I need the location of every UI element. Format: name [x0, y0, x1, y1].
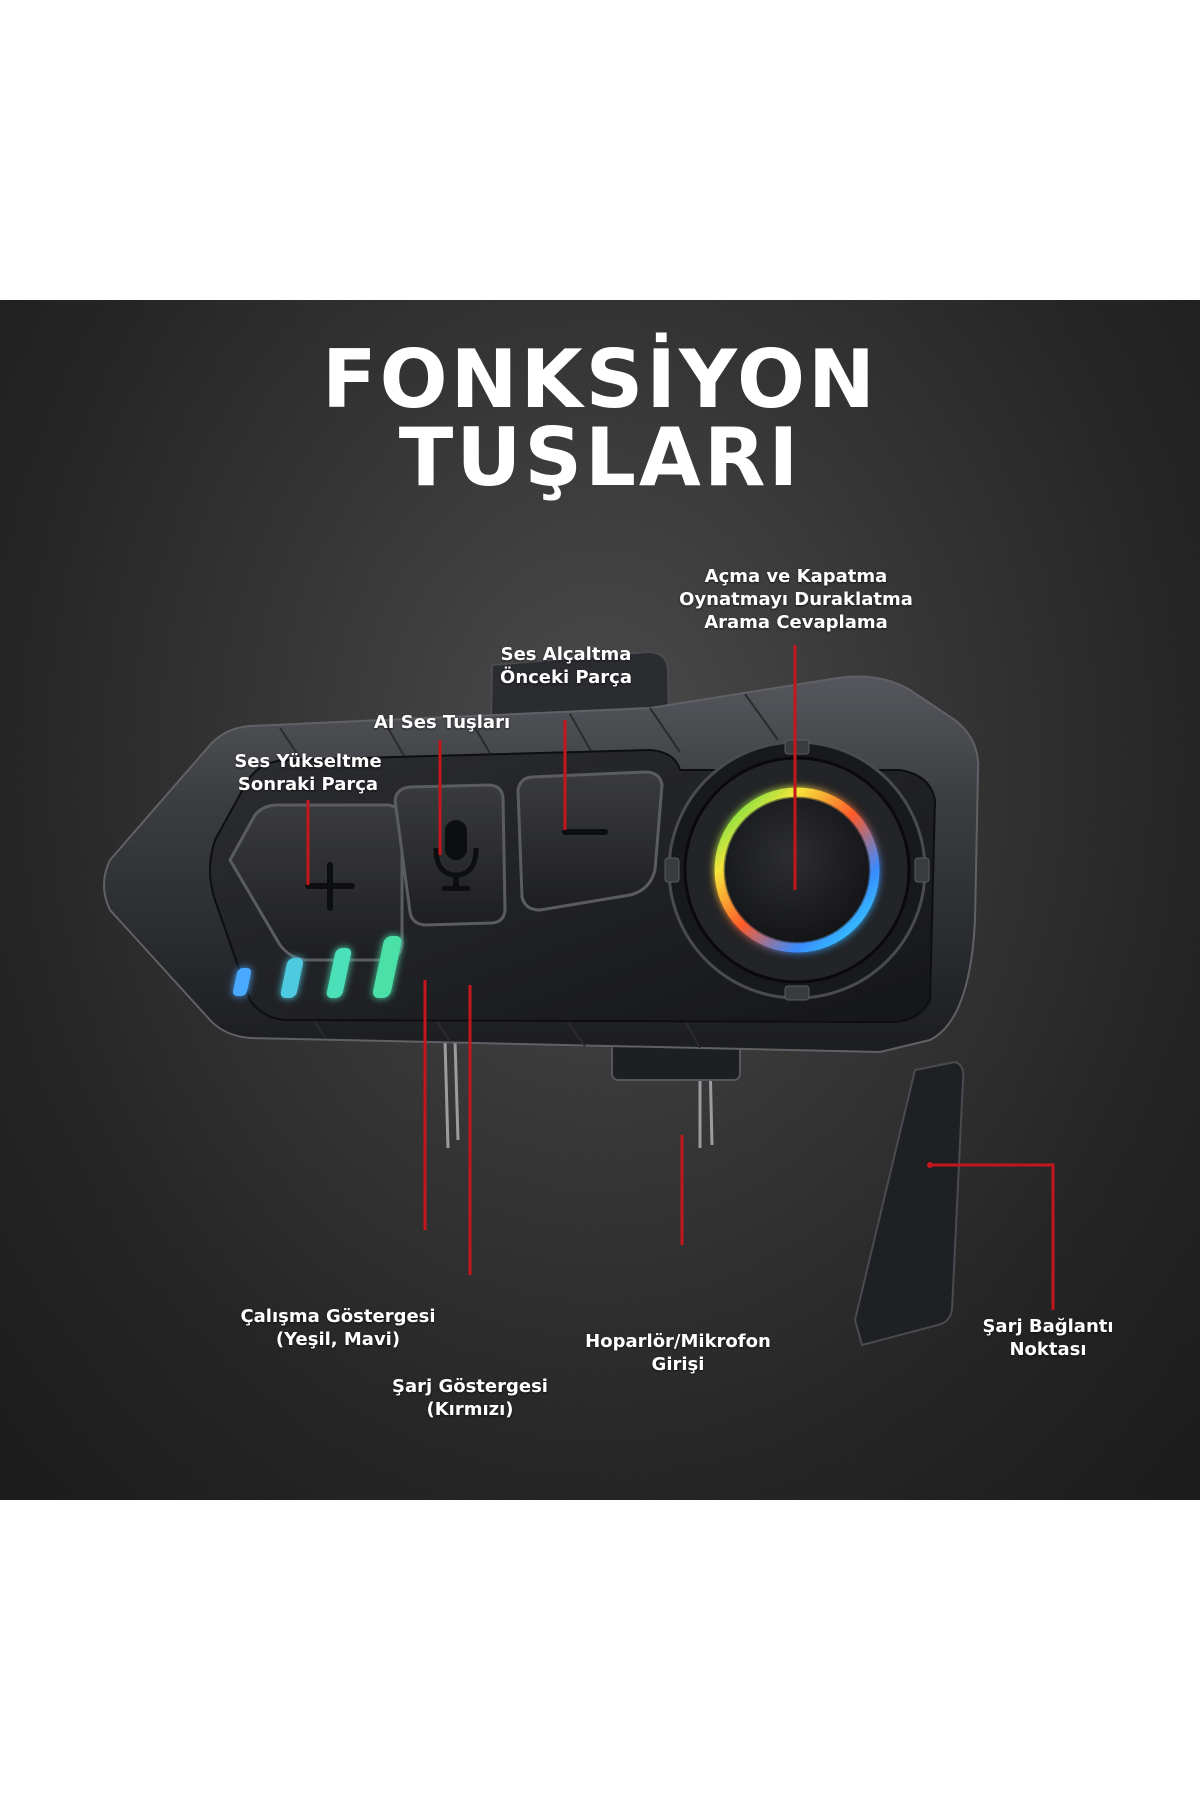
led-bar-1 [233, 968, 252, 996]
bottom-screws [443, 1039, 714, 1149]
knob-tabs [664, 739, 930, 1001]
page-title-line-2: TUŞLARI [398, 411, 802, 504]
rgb-ring-icon [714, 787, 880, 953]
label-speaker-mic: Hoparlör/Mikrofon Girişi [585, 1330, 771, 1376]
label-volume-up-line-1: Ses Yükseltme [234, 751, 382, 772]
label-volume-up-line-2: Sonraki Parça [237, 774, 379, 795]
label-ai-keys-line-1: AI Ses Tuşları [373, 712, 511, 733]
label-charge-port-line-2: Noktası [1009, 1339, 1087, 1360]
label-volume-down-line-1: Ses Alçaltma [500, 644, 632, 665]
infographic-panel: FONKSİYON TUŞLARI Açma ve Kapatma Oynatm… [0, 300, 1200, 1500]
page-title-line-1: FONKSİYON [321, 333, 879, 426]
label-charge-port: Şarj Bağlantı Noktası [982, 1315, 1113, 1361]
label-charge-port-line-1: Şarj Bağlantı [982, 1316, 1114, 1337]
label-power: Açma ve Kapatma Oynatmayı Duraklatma Ara… [679, 565, 913, 634]
label-speaker-mic-line-2: Girişi [651, 1354, 705, 1375]
label-volume-down-line-2: Önceki Parça [500, 667, 632, 688]
label-charge-indicator-line-1: Şarj Göstergesi [392, 1376, 548, 1397]
charge-port-cover [853, 1060, 965, 1347]
callout-line-charge-port [930, 1163, 1055, 1310]
label-power-line-2: Oynatmayı Duraklatma [679, 589, 913, 610]
label-speaker-mic-line-1: Hoparlör/Mikrofon [585, 1331, 771, 1352]
label-volume-up: Ses Yükseltme Sonraki Parça [234, 750, 381, 796]
label-working-indicator-line-2: (Yeşil, Mavi) [275, 1329, 401, 1350]
led-bar-3 [326, 948, 352, 998]
device-illustration [103, 645, 1055, 1347]
minus-button-shape [516, 770, 664, 912]
callout-lines [306, 645, 1055, 1310]
label-ai-keys: AI Ses Tuşları [374, 711, 510, 734]
led-bar-2 [280, 958, 303, 998]
power-knob [725, 798, 869, 942]
led-indicators [233, 936, 402, 998]
plus-icon [305, 862, 355, 911]
microphone-icon [433, 820, 479, 891]
label-volume-down: Ses Alçaltma Önceki Parça [500, 643, 632, 689]
label-charge-indicator: Şarj Göstergesi (Kırmızı) [392, 1375, 548, 1421]
label-power-line-3: Arama Cevaplama [704, 612, 888, 633]
label-power-line-1: Açma ve Kapatma [704, 566, 888, 587]
label-working-indicator: Çalışma Göstergesi (Yeşil, Mavi) [240, 1305, 435, 1351]
label-working-indicator-line-1: Çalışma Göstergesi [240, 1306, 436, 1327]
label-charge-indicator-line-2: (Kırmızı) [426, 1399, 514, 1420]
plus-button-shape [228, 803, 404, 962]
led-bar-4 [372, 936, 402, 998]
